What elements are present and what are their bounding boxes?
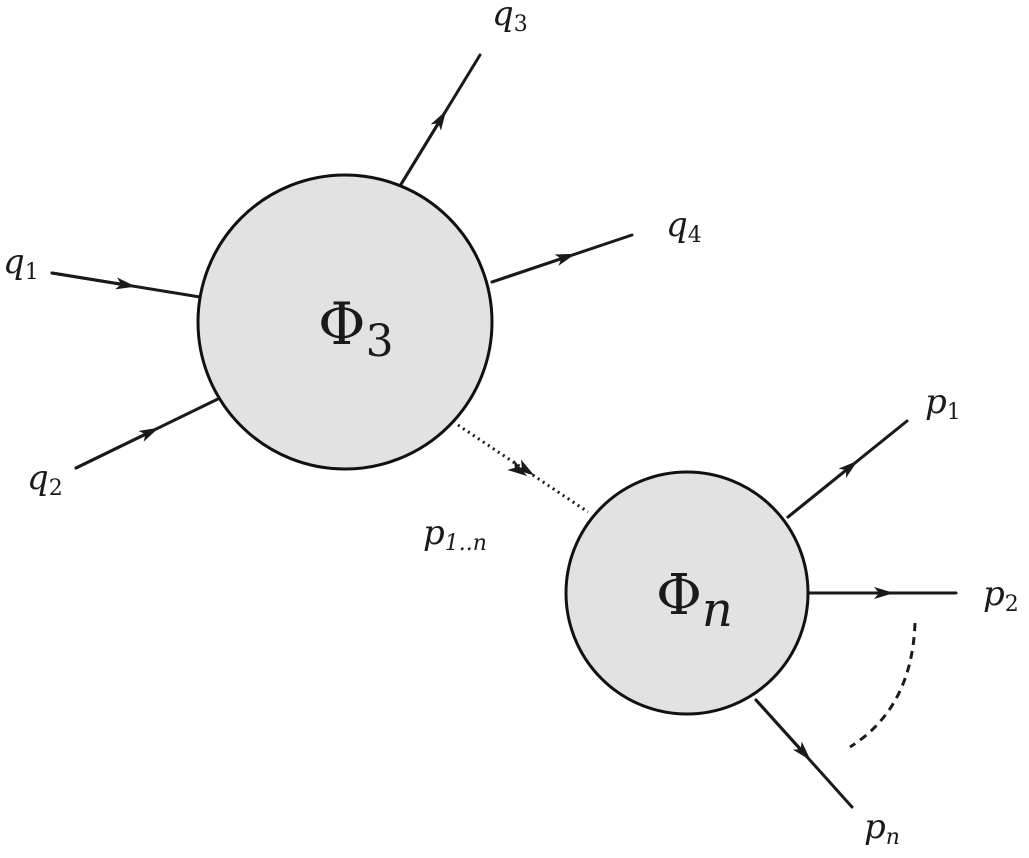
leg-pn	[754, 698, 854, 809]
label-q3: q3	[492, 0, 528, 37]
label-pn: pn	[864, 807, 900, 850]
leg-q2	[74, 395, 224, 470]
blob-phi3: Φ3	[196, 173, 494, 471]
svg-text:Φn: Φn	[656, 563, 733, 638]
label-q1: q1	[3, 242, 39, 285]
label-q2: q2	[27, 458, 63, 501]
leg-p1	[786, 419, 909, 519]
leg-q4	[490, 233, 634, 284]
leg-q3	[398, 53, 482, 188]
svg-text:Φ3: Φ3	[318, 290, 394, 367]
blob-phin: Φn	[564, 470, 810, 716]
label-p1n: p1..n	[423, 513, 487, 556]
ellipsis-arc	[849, 622, 917, 749]
label-p1: p1	[925, 382, 961, 425]
label-p2: p2	[983, 574, 1019, 617]
label-q4: q4	[666, 205, 702, 248]
leg-q1	[50, 271, 202, 299]
propagator-p1n	[457, 423, 589, 514]
